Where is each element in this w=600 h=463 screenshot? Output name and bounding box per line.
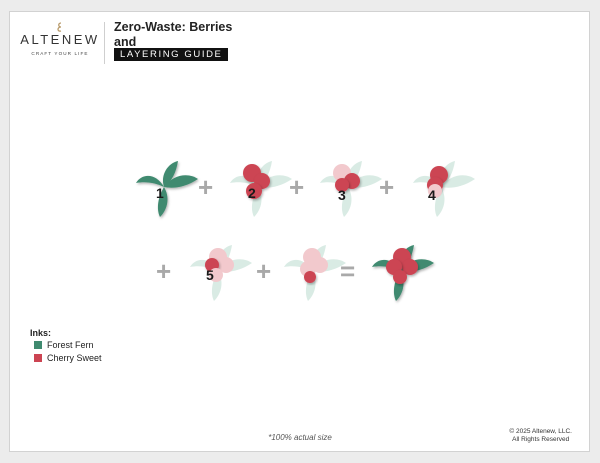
guide-sheet — [9, 11, 590, 452]
plus-operator-5: + — [256, 256, 271, 286]
altenew-logo: ALTENEW CRAFT YOUR LIFE — [20, 22, 100, 64]
copyright-line1: © 2025 Altenew, LLC. — [509, 428, 572, 435]
step-3-number: 3 — [338, 187, 346, 203]
brand-mark-icon — [57, 22, 62, 32]
copyright-line2: All Rights Reserved — [512, 436, 570, 443]
step-6-layer — [284, 245, 346, 301]
ink-label: Cherry Sweet — [47, 353, 102, 363]
step-4-layer — [413, 161, 475, 217]
layering-guide-badge: LAYERING GUIDE — [114, 48, 229, 61]
brand-name: ALTENEW — [20, 32, 100, 47]
step-1-layer — [136, 161, 198, 217]
step-5-layer — [190, 245, 252, 301]
step-2-number: 2 — [248, 185, 256, 201]
equals-operator: = — [340, 256, 355, 286]
ink-swatch — [34, 341, 42, 349]
step-5-number: 5 — [206, 267, 214, 283]
ink-label: Forest Fern — [47, 340, 94, 350]
final-result-layer — [372, 245, 434, 301]
ink-item-cherry-sweet: Cherry Sweet — [34, 353, 102, 364]
plus-operator-3: + — [379, 172, 394, 202]
step-3-layer — [320, 161, 382, 217]
ink-swatch — [34, 354, 42, 362]
actual-size-note: *100% actual size — [268, 433, 332, 442]
step-1-number: 1 — [156, 185, 164, 201]
plus-operator-1: + — [198, 172, 213, 202]
step-2-layer — [230, 161, 292, 217]
ink-item-forest-fern: Forest Fern — [34, 340, 94, 351]
inks-heading: Inks: — [30, 328, 52, 338]
title-line1: Zero-Waste: Berries and — [114, 20, 233, 49]
header-divider — [104, 22, 105, 64]
plus-operator-4: + — [156, 256, 171, 286]
plus-operator-2: + — [289, 172, 304, 202]
copyright: © 2025 Altenew, LLC. All Rights Reserved — [509, 428, 572, 444]
step-4-number: 4 — [428, 187, 436, 203]
brand-tagline: CRAFT YOUR LIFE — [31, 51, 89, 56]
